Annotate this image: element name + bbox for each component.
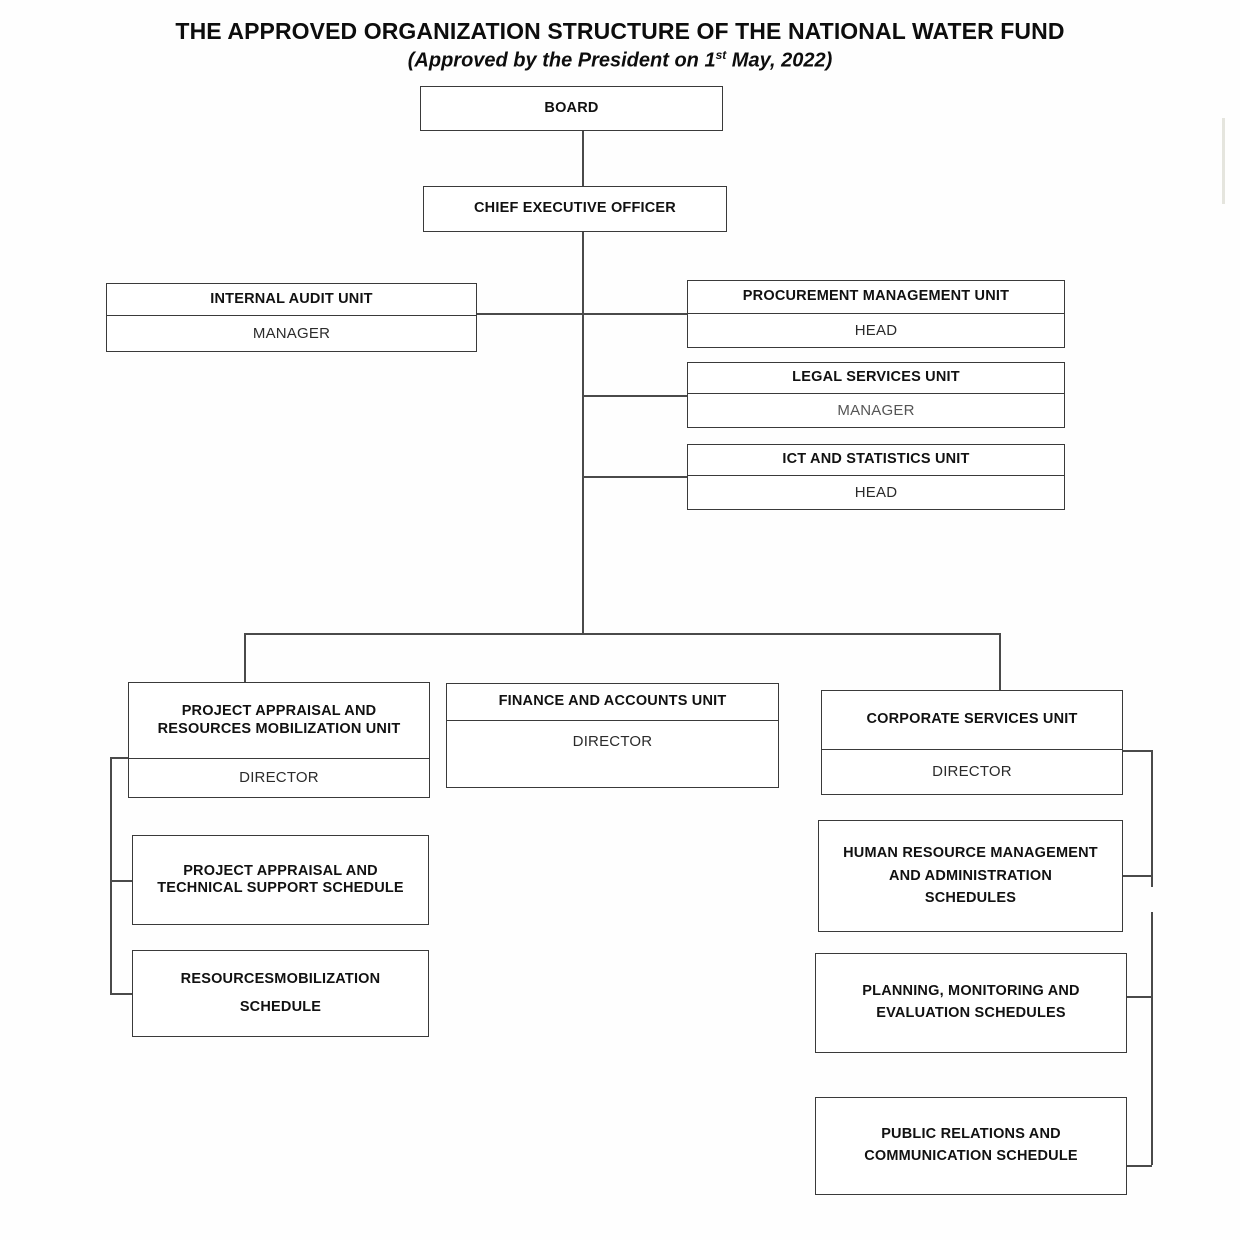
- connector-spine-to-internal-audit: [477, 313, 583, 315]
- tech-support-schedule-line2: TECHNICAL SUPPORT SCHEDULE: [157, 880, 404, 896]
- node-corporate-services-unit[interactable]: CORPORATE SERVICES UNIT DIRECTOR: [821, 690, 1123, 795]
- project-appraisal-unit-label-line2: RESOURCES MOBILIZATION UNIT: [157, 720, 401, 737]
- procurement-management-unit-role: HEAD: [688, 313, 1064, 347]
- board-label: BOARD: [544, 99, 599, 116]
- connector-bracket-to-hrm: [1123, 875, 1152, 877]
- pr-schedule-label: PUBLIC RELATIONS AND COMMUNICATION SCHED…: [816, 1098, 1126, 1194]
- ceo-label: CHIEF EXECUTIVE OFFICER: [474, 200, 676, 217]
- connector-bracket-to-pr: [1123, 1165, 1152, 1167]
- resources-mobilization-schedule-label: RESOURCESMOBILIZATION SCHEDULE: [133, 951, 428, 1036]
- connector-corporate-bracket-upper-vertical: [1151, 750, 1153, 887]
- pme-schedules-line1: PLANNING, MONITORING AND: [862, 983, 1080, 1000]
- connector-spine-to-legal: [582, 395, 688, 397]
- node-project-appraisal-and-technical-support-schedule[interactable]: PROJECT APPRAISAL AND TECHNICAL SUPPORT …: [132, 835, 429, 925]
- finance-and-accounts-unit-role: DIRECTOR: [447, 720, 778, 786]
- node-public-relations-and-communication-schedule[interactable]: PUBLIC RELATIONS AND COMMUNICATION SCHED…: [815, 1097, 1127, 1195]
- pme-schedules-line2: EVALUATION SCHEDULES: [876, 1005, 1066, 1021]
- legal-services-unit-role: MANAGER: [688, 393, 1064, 427]
- subtitle-ordinal-suffix: st: [715, 48, 727, 62]
- node-procurement-management-unit[interactable]: PROCUREMENT MANAGEMENT UNIT HEAD: [687, 280, 1065, 348]
- node-project-appraisal-and-resources-mobilization-unit[interactable]: PROJECT APPRAISAL AND RESOURCES MOBILIZA…: [128, 682, 430, 798]
- connector-spine-to-procurement: [582, 313, 688, 315]
- node-chief-executive-officer[interactable]: CHIEF EXECUTIVE OFFICER: [423, 186, 727, 232]
- hrm-schedules-line1: HUMAN RESOURCE MANAGEMENT: [843, 845, 1098, 862]
- page-title: THE APPROVED ORGANIZATION STRUCTURE OF T…: [175, 18, 1065, 44]
- page-subtitle: (Approved by the President on 1st May, 2…: [0, 48, 1240, 73]
- connector-corporate-to-bracket-upper: [1123, 750, 1152, 752]
- node-human-resource-management-and-administration-schedules[interactable]: HUMAN RESOURCE MANAGEMENT AND ADMINISTRA…: [818, 820, 1123, 932]
- node-internal-audit-unit[interactable]: INTERNAL AUDIT UNIT MANAGER: [106, 283, 477, 352]
- finance-and-accounts-unit-label: FINANCE AND ACCOUNTS UNIT: [498, 693, 727, 710]
- legal-services-unit-label: LEGAL SERVICES UNIT: [792, 369, 960, 386]
- connector-par-bracket-vertical: [110, 757, 112, 994]
- connector-par-bracket-to-tech-support: [110, 880, 132, 882]
- hrm-schedules-line2: AND ADMINISTRATION: [888, 867, 1053, 884]
- hrm-schedules-line3: SCHEDULES: [924, 890, 1017, 907]
- corporate-services-unit-label: CORPORATE SERVICES UNIT: [866, 711, 1078, 728]
- subtitle-text-after: May, 2022): [726, 49, 833, 72]
- corporate-services-unit-role: DIRECTOR: [822, 749, 1122, 793]
- subtitle-text-before: (Approved by the President on 1: [407, 49, 716, 72]
- tech-support-schedule-label: PROJECT APPRAISAL AND TECHNICAL SUPPORT …: [133, 836, 428, 924]
- scan-artifact: [1222, 118, 1225, 204]
- resources-mobilization-schedule-line2: SCHEDULE: [239, 998, 322, 1015]
- connector-ceo-spine: [582, 232, 584, 634]
- internal-audit-unit-role: MANAGER: [107, 315, 476, 351]
- node-finance-and-accounts-unit[interactable]: FINANCE AND ACCOUNTS UNIT DIRECTOR: [446, 683, 779, 788]
- connector-par-bracket-to-unit: [110, 757, 130, 759]
- connector-bus-drop-project-appraisal: [244, 633, 246, 683]
- node-resources-mobilization-schedule[interactable]: RESOURCESMOBILIZATION SCHEDULE: [132, 950, 429, 1037]
- node-legal-services-unit[interactable]: LEGAL SERVICES UNIT MANAGER: [687, 362, 1065, 428]
- connector-bus-drop-corporate: [999, 633, 1001, 691]
- connector-corporate-bracket-lower-vertical: [1151, 912, 1153, 1165]
- ict-and-statistics-unit-role: HEAD: [688, 475, 1064, 509]
- node-planning-monitoring-and-evaluation-schedules[interactable]: PLANNING, MONITORING AND EVALUATION SCHE…: [815, 953, 1127, 1053]
- project-appraisal-unit-role: DIRECTOR: [129, 758, 429, 796]
- connector-board-to-ceo: [582, 130, 584, 187]
- project-appraisal-unit-label: PROJECT APPRAISAL AND RESOURCES MOBILIZA…: [129, 683, 429, 758]
- connector-par-bracket-to-resources-mobilization: [110, 993, 140, 995]
- connector-spine-to-ict: [582, 476, 688, 478]
- connector-directorate-bus: [244, 633, 1001, 635]
- tech-support-schedule-line1: PROJECT APPRAISAL AND: [183, 862, 378, 879]
- project-appraisal-unit-label-line1: PROJECT APPRAISAL AND: [181, 703, 377, 720]
- internal-audit-unit-label: INTERNAL AUDIT UNIT: [210, 290, 373, 307]
- pr-schedule-line2: COMMUNICATION SCHEDULE: [864, 1148, 1078, 1164]
- node-board[interactable]: BOARD: [420, 86, 723, 131]
- connector-bracket-to-pme: [1123, 996, 1152, 998]
- procurement-management-unit-label: PROCUREMENT MANAGEMENT UNIT: [742, 288, 1010, 305]
- node-ict-and-statistics-unit[interactable]: ICT AND STATISTICS UNIT HEAD: [687, 444, 1065, 510]
- hrm-schedules-label: HUMAN RESOURCE MANAGEMENT AND ADMINISTRA…: [819, 821, 1122, 931]
- ict-and-statistics-unit-label: ICT AND STATISTICS UNIT: [782, 451, 970, 468]
- resources-mobilization-schedule-line1: RESOURCESMOBILIZATION: [180, 970, 381, 987]
- pr-schedule-line1: PUBLIC RELATIONS AND: [881, 1126, 1061, 1143]
- pme-schedules-label: PLANNING, MONITORING AND EVALUATION SCHE…: [816, 954, 1126, 1052]
